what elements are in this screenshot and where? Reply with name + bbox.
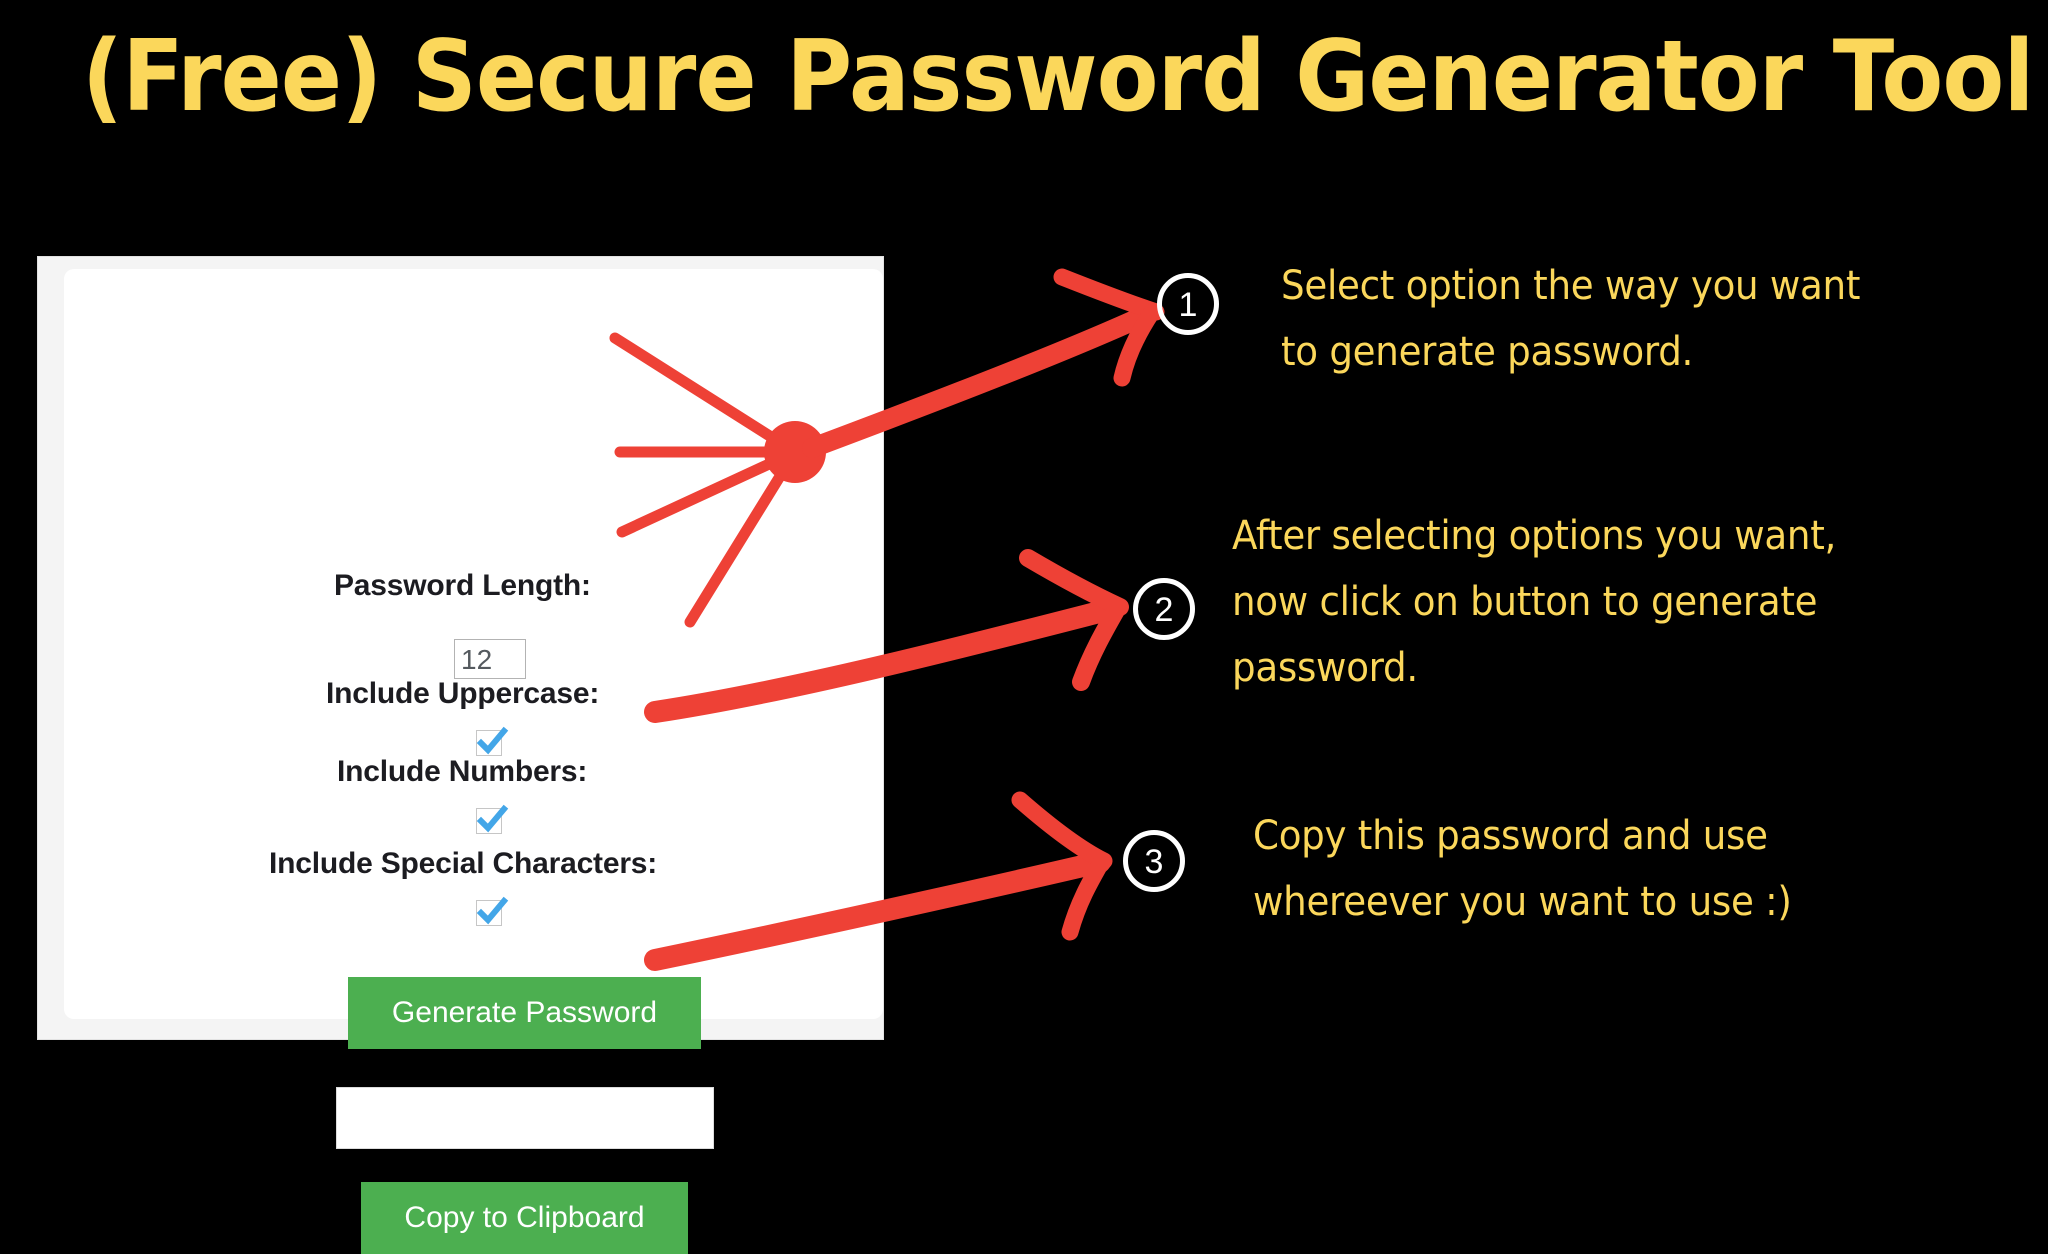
password-output-field[interactable] bbox=[336, 1087, 714, 1149]
check-icon bbox=[476, 804, 509, 833]
generator-form: Password Length: 12 Include Uppercase: I… bbox=[64, 269, 883, 1254]
password-length-label: Password Length: bbox=[334, 569, 591, 602]
include-special-characters-label: Include Special Characters: bbox=[269, 847, 658, 880]
include-uppercase-label: Include Uppercase: bbox=[326, 677, 600, 710]
generate-password-button[interactable]: Generate Password bbox=[348, 977, 701, 1049]
step-note-2: After selecting options you want, now cl… bbox=[1232, 513, 1837, 691]
include-numbers-label: Include Numbers: bbox=[337, 755, 588, 788]
step-badge-1: 1 bbox=[1157, 273, 1219, 335]
check-icon bbox=[476, 726, 509, 755]
include-uppercase-checkbox[interactable] bbox=[476, 726, 509, 756]
check-icon bbox=[476, 896, 509, 925]
step-badge-3: 3 bbox=[1123, 830, 1185, 892]
copy-to-clipboard-button[interactable]: Copy to Clipboard bbox=[361, 1182, 688, 1254]
include-numbers-checkbox[interactable] bbox=[476, 804, 509, 834]
poster-canvas: (Free) Secure Password Generator Tool Pa… bbox=[38, 20, 2035, 1254]
step-badge-2: 2 bbox=[1133, 578, 1195, 640]
generator-panel: Password Length: 12 Include Uppercase: I… bbox=[38, 257, 883, 1254]
step-note-3: Copy this password and use whereever you… bbox=[1253, 813, 1792, 925]
page-title: (Free) Secure Password Generator Tool bbox=[81, 20, 2034, 134]
generator-card: Password Length: 12 Include Uppercase: I… bbox=[64, 269, 883, 1254]
step-note-1: Select option the way you want to genera… bbox=[1281, 263, 1861, 375]
password-length-input[interactable]: 12 bbox=[454, 639, 526, 679]
include-special-characters-checkbox[interactable] bbox=[476, 896, 509, 926]
